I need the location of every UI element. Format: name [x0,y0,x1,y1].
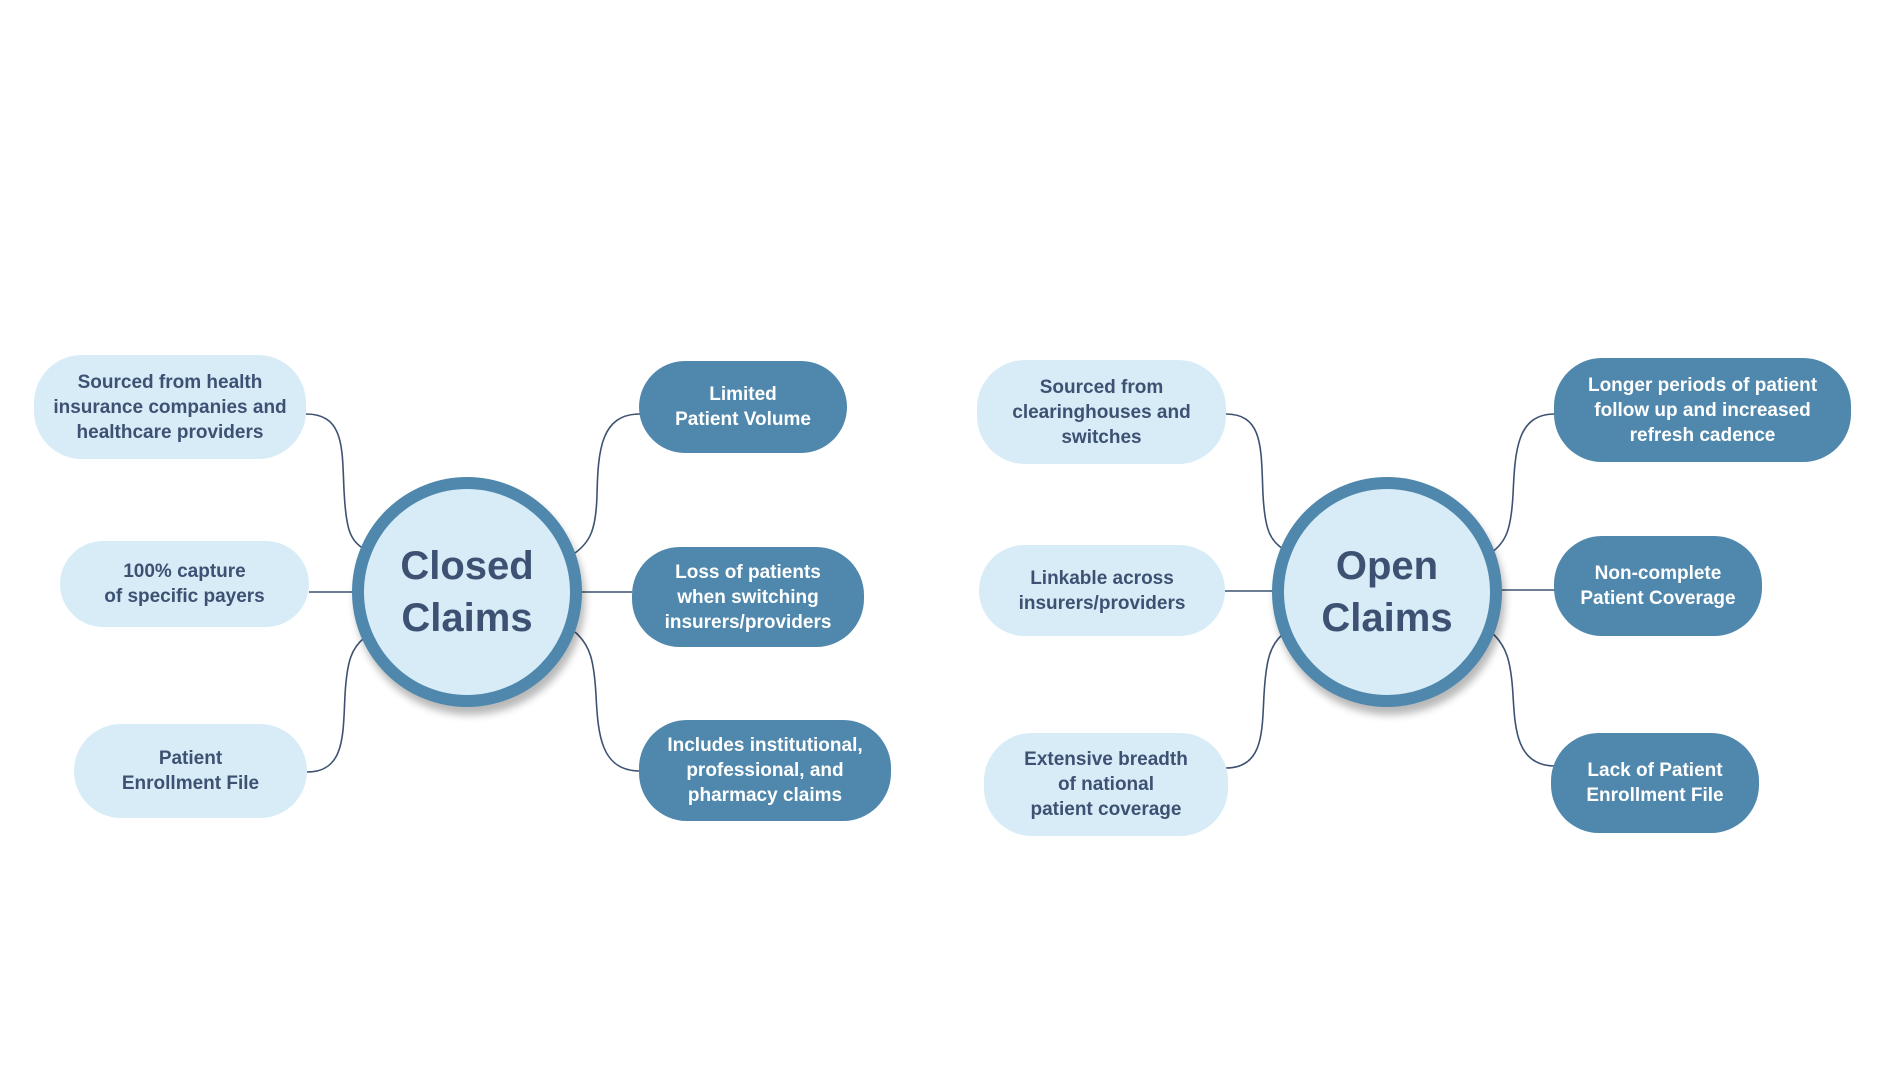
closed-strength-text-3: Patient Enrollment File [121,748,260,794]
closed-strength-node-3: Patient Enrollment File [74,724,307,818]
closed-limitation-text-2: Loss of patients when switching insurers… [664,561,832,633]
open-limitation-text-1: Longer periods of patient follow up and … [1587,374,1818,446]
open-strength-text-1: Sourced from clearinghouses and switches [1012,376,1191,448]
open-claims-title: Open Claims [1321,544,1453,640]
open-claims-hub: Open Claims [1272,477,1502,707]
connector-open-limit-1 [1490,413,1556,554]
connector-closed-strength-1 [305,413,365,550]
connector-open-strength-3 [1225,633,1284,769]
closed-limitation-text-3: Includes institutional, professional, an… [667,735,863,806]
closed-limitation-node-1: Limited Patient Volume [639,361,847,453]
open-limitation-text-2: Non-complete Patient Coverage [1580,563,1736,609]
open-strength-node-3: Extensive breadth of national patient co… [984,733,1228,836]
closed-limitation-text-1: Limited Patient Volume [675,384,811,430]
closed-strength-text-1: Sourced from health insurance companies … [53,371,287,443]
open-strength-node-1: Sourced from clearinghouses and switches [977,360,1226,464]
connector-open-limit-3 [1490,631,1556,767]
connector-closed-limit-3 [574,631,641,772]
closed-limitation-node-2: Loss of patients when switching insurers… [632,547,864,647]
closed-strength-node-1: Sourced from health insurance companies … [34,355,306,459]
open-limitation-node-1: Longer periods of patient follow up and … [1554,358,1851,462]
open-strength-node-2: Linkable across insurers/providers [979,545,1225,636]
open-limitation-node-2: Non-complete Patient Coverage [1554,536,1762,636]
closed-strength-text-2: 100% capture of specific payers [104,561,265,607]
open-strength-text-2: Linkable across insurers/providers [1018,567,1186,614]
closed-claims-title: Closed Claims [400,544,534,640]
closed-claims-hub: Closed Claims [352,477,582,707]
closed-strength-node-2: 100% capture of specific payers [60,541,309,627]
open-limitation-node-3: Lack of Patient Enrollment File [1551,733,1759,833]
connector-open-strength-1 [1225,413,1284,550]
closed-limitation-node-3: Includes institutional, professional, an… [639,720,891,821]
connector-closed-strength-3 [306,637,365,773]
connector-closed-limit-1 [574,413,641,554]
open-limitation-text-3: Lack of Patient Enrollment File [1586,760,1724,806]
open-strength-text-3: Extensive breadth of national patient co… [1024,749,1188,820]
